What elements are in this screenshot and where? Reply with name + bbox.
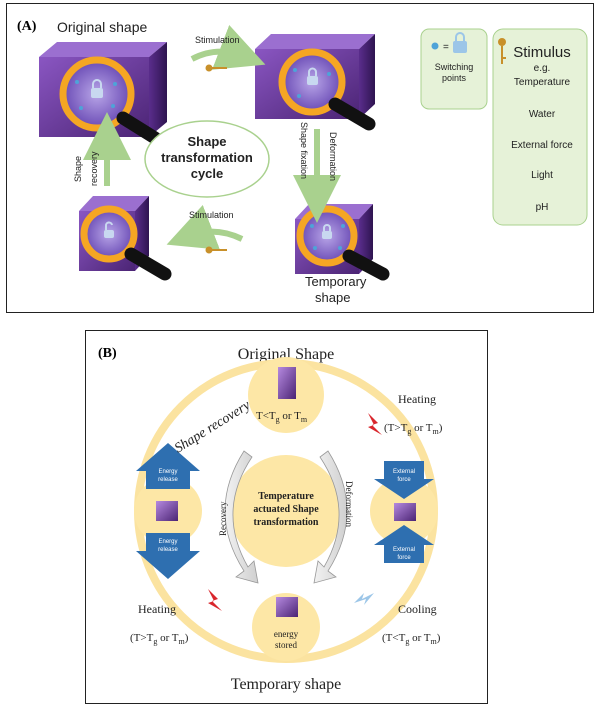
cycle-title-1: Shape [187,134,226,149]
stimulus-title: Stimulus [513,44,571,61]
cube-top [278,367,296,399]
shape-cycle-diagram: (A) Original shape Temporary [17,19,588,305]
key-icon-bottom [205,246,227,254]
stimulus-item-temperature: Temperature [514,77,571,88]
temporary-shape-title: Temporary shape [231,676,341,693]
svg-text:(T<Tg or Tm): (T<Tg or Tm) [382,632,441,646]
key-icon [205,64,227,72]
thermal-shape-memory-diagram: (B) Original Shape Temporary shape Tempe… [98,346,443,693]
svg-text:External: External [393,469,415,475]
external-force-arrow-up [374,525,434,563]
stimulus-item-water: Water [529,109,556,120]
deformation-arrow [313,450,348,584]
stimulation-top-label: Stimulation [195,35,240,45]
original-shape-title: Original Shape [238,346,334,363]
center-circle [230,455,342,567]
svg-text:(T>Tg or Tm): (T>Tg or Tm) [384,422,443,436]
cube-recovered [79,196,172,281]
recovery-arrow-label: Recovery [218,501,228,536]
heat-bolt-right-icon [368,413,382,435]
deformation-label: Deformation [328,132,338,181]
stimulus-eg: e.g. [534,63,551,74]
svg-text:Energy: Energy [158,539,177,545]
cube-bottom [276,597,298,617]
cube-temporary [295,204,390,281]
center-text-2: actuated Shape [253,504,319,515]
switching-point-dot-icon [431,42,439,50]
panel-b: (B) Original Shape Temporary shape Tempe… [85,330,488,704]
temporary-shape-label-1: Temporary [305,274,367,289]
switching-label-1: Switching [435,62,474,72]
panel-b-label: (B) [98,346,117,361]
external-force-arrow-down [374,461,434,499]
center-text-3: transformation [254,517,319,528]
cycle-ellipse [144,120,270,198]
recovery-arrow [224,450,259,584]
cube-right [394,503,416,521]
shape-recovery-label-2: recovery [89,151,99,186]
cube-original [39,42,167,145]
cooling-label: Cooling [398,602,437,616]
original-shape-label: Original shape [57,19,147,35]
panel-a-label: (A) [17,19,37,34]
svg-text:(T>Tg or Tm): (T>Tg or Tm) [130,632,189,646]
cooling-bolt-icon [354,593,374,605]
lock-icon [453,32,467,53]
heat-bolt-left-icon [208,589,222,611]
heating-left-label: Heating [138,602,176,616]
arrow-stimulation-bottom [166,204,244,250]
svg-text:force: force [397,477,411,483]
cycle-title-3: cycle [191,166,224,181]
heating-right-label: Heating [398,392,436,406]
stimulus-item-ph: pH [536,202,549,213]
cube-deformed [255,34,376,131]
svg-text:Energy: Energy [158,469,177,475]
svg-text:force: force [397,555,411,561]
stimulus-legend [492,28,588,226]
deformation-arrow-label: Deformation [344,481,354,527]
switching-points-legend [420,28,488,110]
cube-left [156,501,178,521]
shape-fixation-label: Shape fixation [299,122,309,179]
switching-label-2: points [442,73,467,83]
svg-text:External: External [393,547,415,553]
svg-text:=: = [443,42,449,53]
cycle-title-2: transformation [161,150,253,165]
energy-release-arrow-down [136,533,200,579]
temporary-shape-label-2: shape [315,290,350,305]
stimulus-item-external-force: External force [511,140,573,151]
energy-release-arrow-up [136,443,200,489]
panel-a: (A) Original shape Temporary [6,3,594,313]
stimulation-bottom-label: Stimulation [189,210,234,220]
stimulus-item-light: Light [531,170,553,181]
node-bottom [252,593,320,661]
svg-text:T<Tg or Tm: T<Tg or Tm [256,410,308,424]
center-text-1: Temperature [258,491,314,502]
energy-stored-1: energy [274,629,299,639]
shape-recovery-label-1: Shape [73,156,83,182]
svg-text:release: release [158,547,178,553]
arrow-stimulation-top [190,24,266,70]
key-icon-legend [498,38,506,64]
energy-stored-2: stored [275,640,297,650]
svg-text:release: release [158,477,178,483]
